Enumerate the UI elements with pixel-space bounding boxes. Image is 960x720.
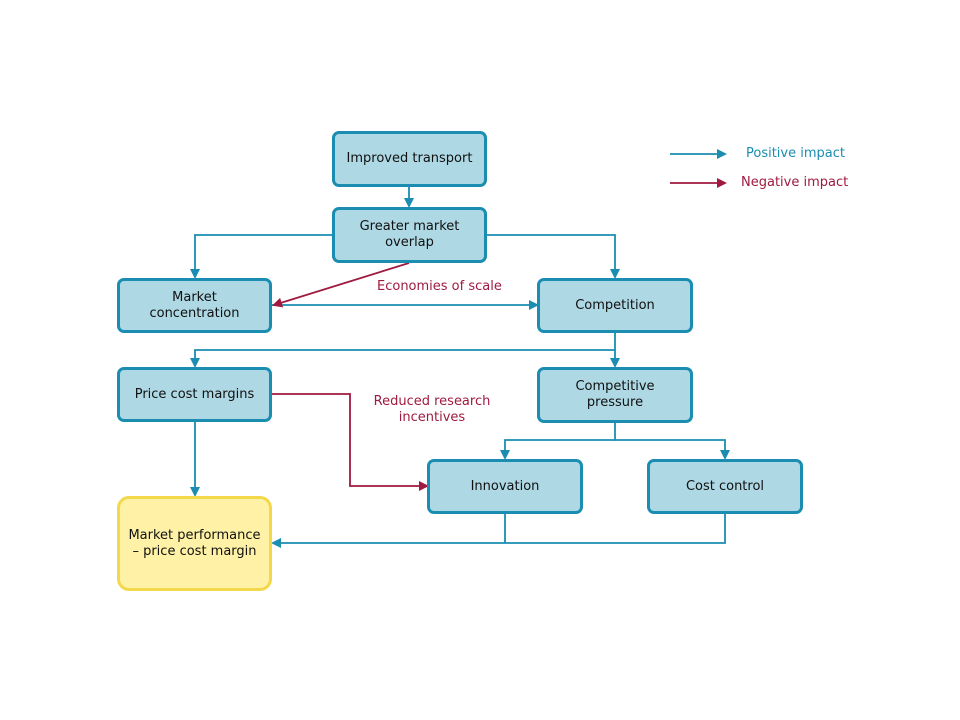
edge-overlap-economies-of-scale (272, 262, 410, 308)
edge-innovation-cost-to-performance (273, 514, 726, 543)
node-cost-control: Cost control (647, 459, 803, 514)
node-market-concentration: Market concentration (117, 278, 272, 333)
edge-overlap-to-concentration (190, 234, 332, 279)
node-price-cost-margins: Price cost margins (117, 367, 272, 422)
edge-margins-to-innovation (272, 393, 429, 491)
legend-negative-label: Negative impact (741, 175, 849, 190)
edge-pressure-to-innovation (500, 423, 616, 460)
label-economies-of-scale: Economies of scale (377, 279, 502, 294)
node-improved-transport: Improved transport (332, 131, 487, 187)
node-greater-market-overlap: Greater market overlap (332, 207, 487, 263)
node-innovation: Innovation (427, 459, 583, 514)
node-market-performance: Market performance – price cost margin (117, 496, 272, 591)
node-competitive-pressure: Competitive pressure (537, 367, 693, 423)
node-competition: Competition (537, 278, 693, 333)
edge-competition-to-margins (190, 349, 615, 368)
legend-positive-label: Positive impact (746, 146, 845, 161)
edge-overlap-to-competition (487, 234, 620, 279)
edge-pressure-to-cost-control (615, 439, 730, 460)
label-reduced-research-incentives: Reduced research incentives (373, 394, 491, 425)
